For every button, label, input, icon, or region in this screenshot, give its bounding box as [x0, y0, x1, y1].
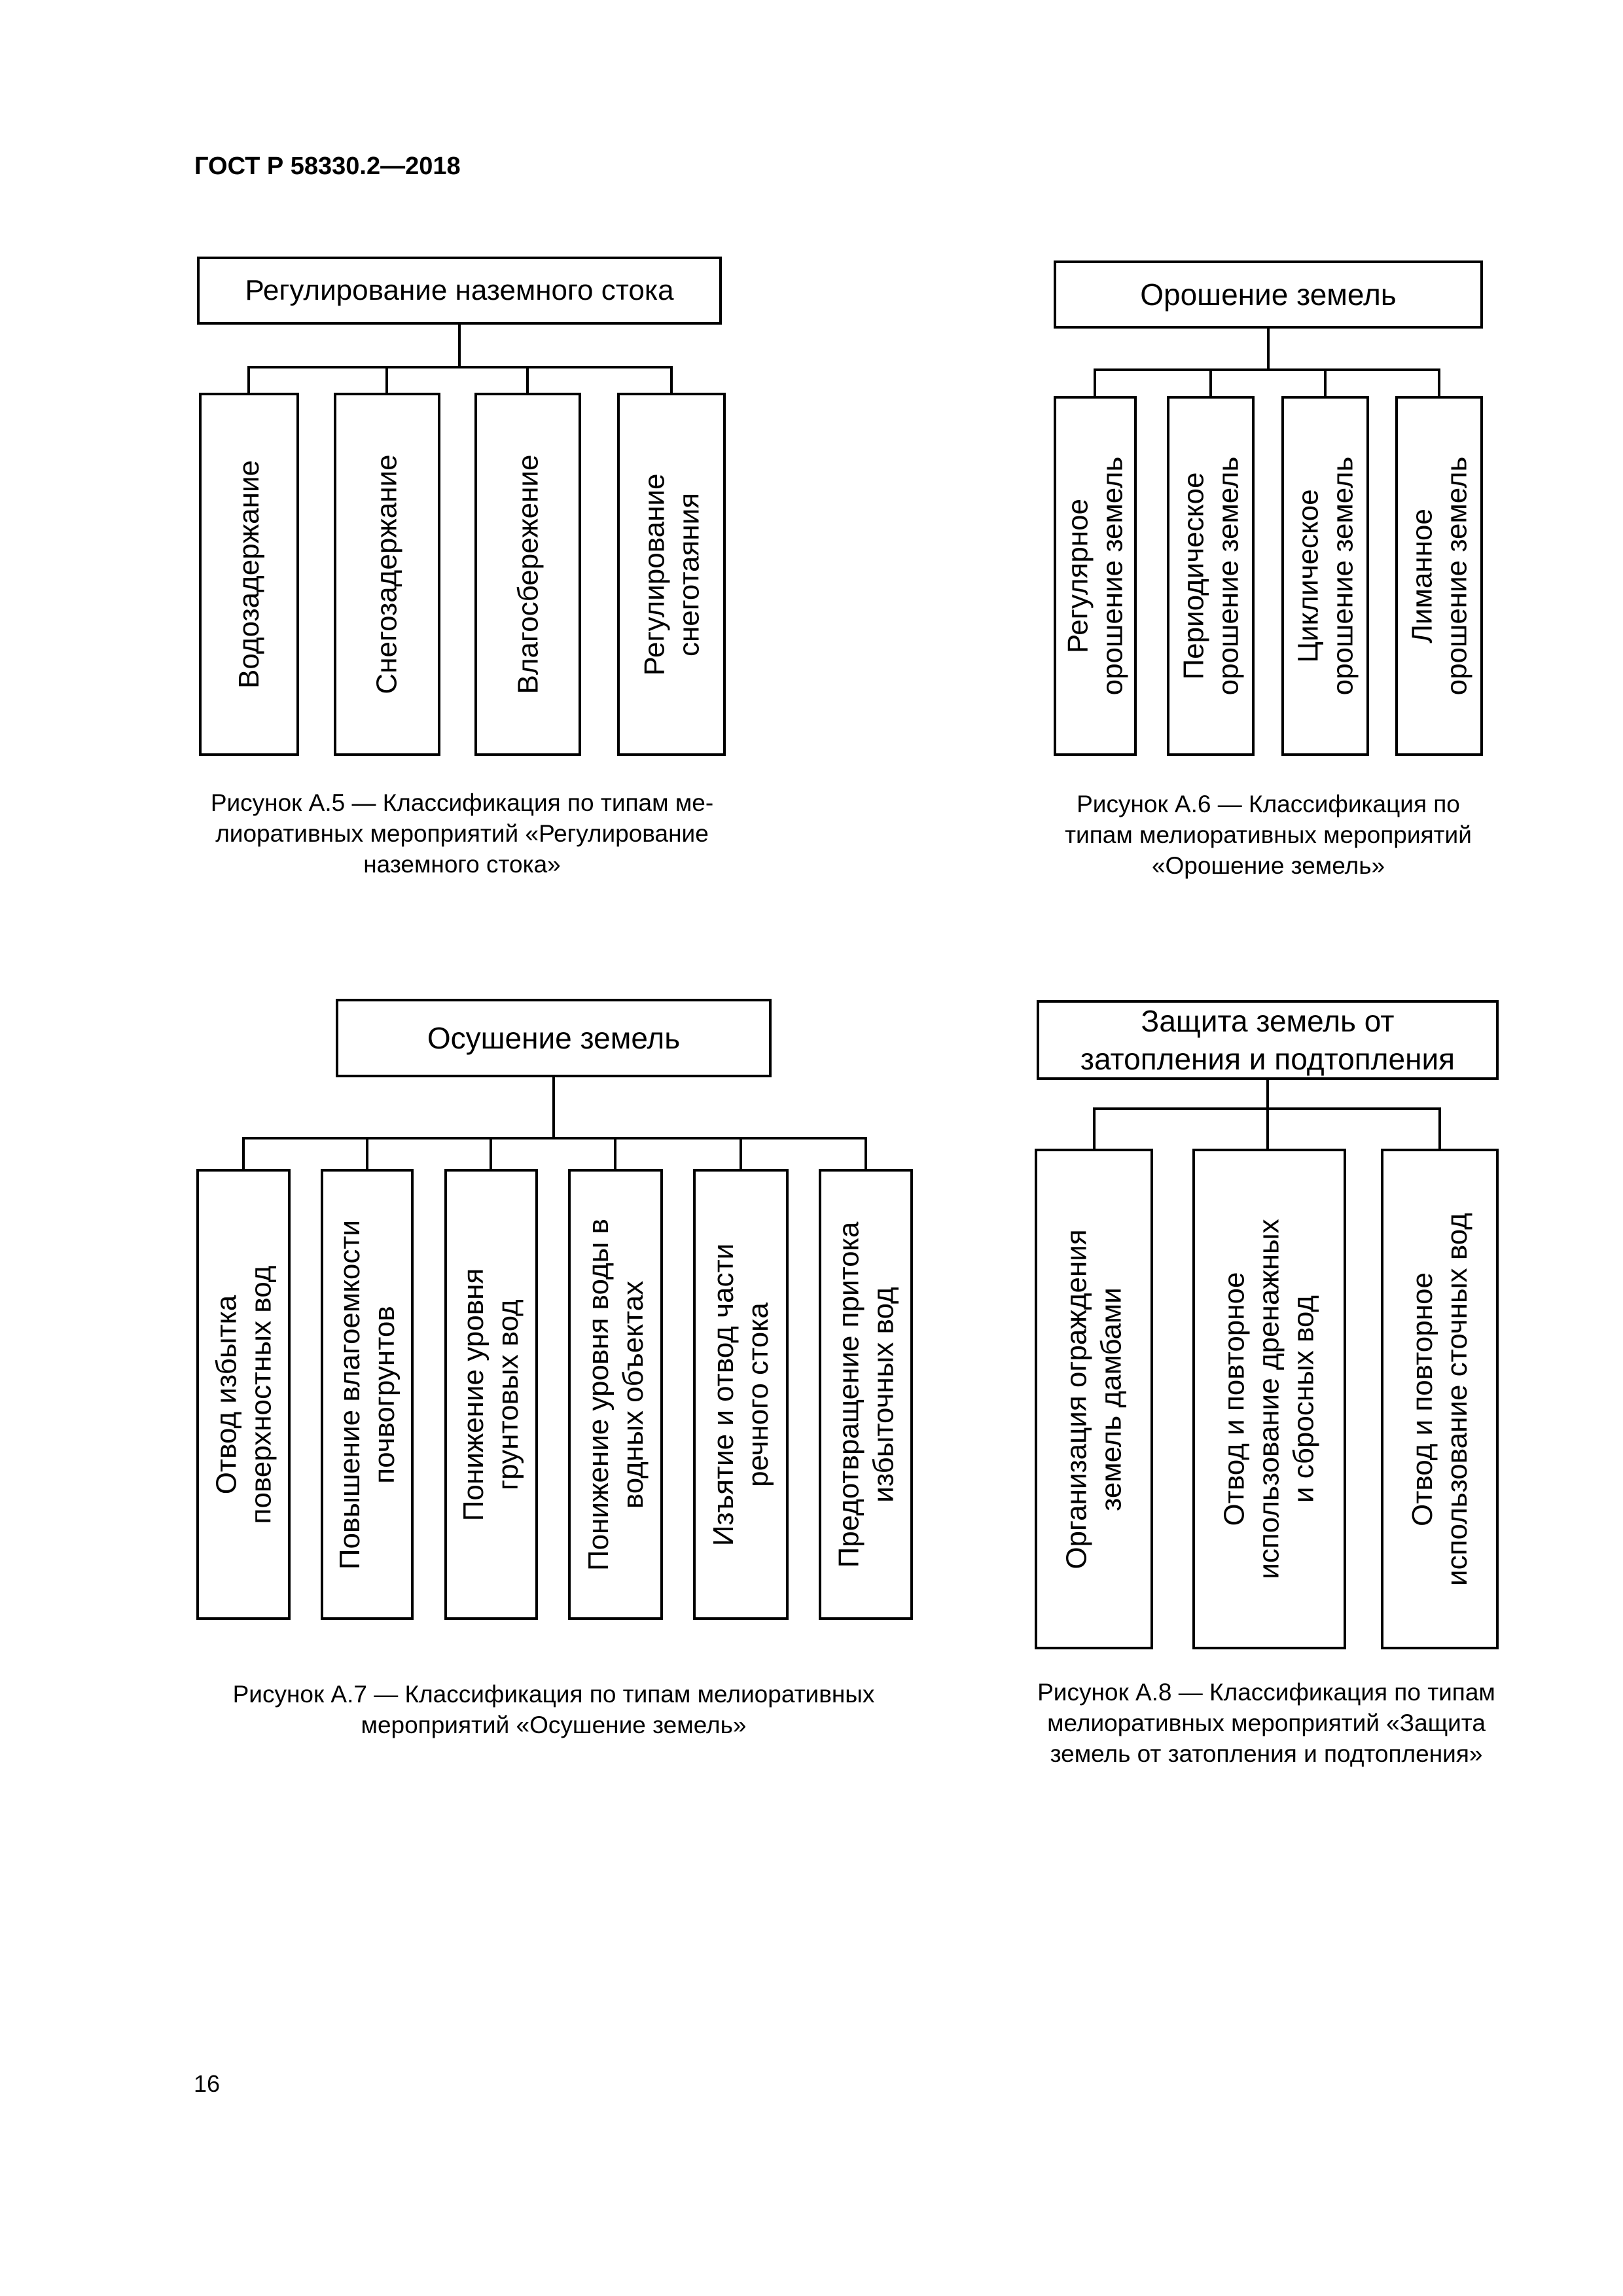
- figure-a5-caption: Рисунок А.5 — Классификация по типам ме-…: [210, 789, 714, 878]
- figure-a7-connector-drop: [242, 1137, 245, 1172]
- figure-a8-item-label: Отвод и повторное использование сточных …: [1406, 1212, 1473, 1586]
- figure-a6-connector-drop: [1438, 368, 1440, 399]
- figure-a5-item-label: Снегозадержание: [371, 454, 403, 694]
- figure-a7-connector-drop: [740, 1137, 742, 1172]
- figure-a7-connector-drop: [490, 1137, 492, 1172]
- figure-a6-item-label: Регулярное орошение земель: [1061, 456, 1129, 696]
- figure-a5-item-box: Влагосбережение: [474, 393, 581, 756]
- figure-a7-title-box: Осушение земель: [336, 999, 772, 1077]
- figure-a5-connector-stem: [458, 323, 461, 367]
- figure-a5-item-box: Снегозадержание: [334, 393, 440, 756]
- figure-a6-caption: Рисунок А.6 — Классификация по типам мел…: [1065, 791, 1472, 879]
- figure-a8-item-label: Отвод и повторное использование дренажны…: [1219, 1219, 1321, 1579]
- figure-a6-connector-drop: [1324, 368, 1327, 399]
- figure-a5-connector-bus: [247, 366, 673, 368]
- figure-a8-connector-drop: [1093, 1107, 1096, 1151]
- figure-a7-connector-drop: [366, 1137, 368, 1172]
- figure-a8-item-box: Организация ограждения земель дамбами: [1035, 1149, 1153, 1649]
- figure-a8-item-box: Отвод и повторное использование сточных …: [1381, 1149, 1499, 1649]
- figure-a7-connector-stem: [552, 1076, 555, 1138]
- figure-a8-caption: Рисунок А.8 — Классификация по типам мел…: [1037, 1679, 1495, 1767]
- figure-a6-item-label: Лиманное орошение земель: [1406, 456, 1473, 696]
- figure-a7-item-label: Понижение уровня воды в водных объектах: [582, 1218, 649, 1571]
- figure-a5-title-box: Регулирование наземного стока: [197, 257, 722, 325]
- figure-a8-connector-stem: [1266, 1079, 1269, 1110]
- figure-a7-item-label: Понижение уровня грунтовых вод: [457, 1268, 525, 1521]
- figure-a6-item-box: Регулярное орошение земель: [1054, 396, 1137, 756]
- figure-a6-connector-drop: [1094, 368, 1096, 399]
- figure-a7-item-label: Отвод избытка поверхностных вод: [210, 1265, 277, 1524]
- figure-a7-item-box: Понижение уровня грунтовых вод: [444, 1169, 538, 1620]
- figure-a7-item-box: Отвод избытка поверхностных вод: [196, 1169, 291, 1620]
- figure-a8-connector-drop: [1438, 1107, 1441, 1151]
- figure-a8-item-box: Отвод и повторное использование дренажны…: [1192, 1149, 1346, 1649]
- figure-a6-item-box: Лиманное орошение земель: [1395, 396, 1483, 756]
- figure-a6-connector-drop: [1209, 368, 1212, 399]
- figure-a5-item-label: Водозадержание: [233, 459, 266, 689]
- figure-a7-connector-drop: [614, 1137, 616, 1172]
- page-number: 16: [194, 2070, 221, 2097]
- figure-a7-item-box: Предотвращение притока избыточных вод: [819, 1169, 913, 1620]
- figure-a7-item-label: Повышение влагоемкости почвогрунтов: [334, 1219, 401, 1570]
- figure-a7-item-label: Изъятие и отвод части речного стока: [707, 1243, 775, 1546]
- figure-a5-connector-drop: [526, 366, 529, 395]
- figure-a7-item-label: Предотвращение притока избыточных вод: [832, 1221, 899, 1568]
- figure-a6-item-box: Циклическое орошение земель: [1281, 396, 1369, 756]
- figure-a5-connector-drop: [670, 366, 673, 395]
- figure-a5-item-box: Регулирование снеготаяния: [617, 393, 726, 756]
- figure-a6-item-label: Циклическое орошение земель: [1292, 456, 1359, 696]
- figure-a6-connector-bus: [1094, 368, 1440, 371]
- figure-a5-connector-drop: [385, 366, 388, 395]
- figure-a6-title-box: Орошение земель: [1054, 260, 1483, 329]
- figure-a6-item-box: Периодическое орошение земель: [1167, 396, 1255, 756]
- figure-a6-item-label: Периодическое орошение земель: [1177, 456, 1245, 696]
- figure-a5-item-box: Водозадержание: [199, 393, 299, 756]
- figure-a7-connector-bus: [242, 1137, 867, 1139]
- figure-a7-item-box: Повышение влагоемкости почвогрунтов: [321, 1169, 414, 1620]
- standard-number-header: ГОСТ Р 58330.2—2018: [194, 152, 461, 180]
- figure-a8-title-box: Защита земель от затопления и подтоплени…: [1037, 1000, 1499, 1080]
- figure-a7-item-box: Понижение уровня воды в водных объектах: [568, 1169, 663, 1620]
- figure-a7-caption: Рисунок А.7 — Классификация по типам мел…: [232, 1681, 875, 1738]
- figure-a5-connector-drop: [247, 366, 250, 395]
- figure-a5-item-label: Регулирование снеготаяния: [638, 473, 705, 675]
- figure-a7-connector-drop: [865, 1137, 867, 1172]
- figure-a5-item-label: Влагосбережение: [512, 454, 544, 694]
- figure-a8-connector-drop: [1266, 1107, 1269, 1151]
- figure-a7-item-box: Изъятие и отвод части речного стока: [693, 1169, 789, 1620]
- figure-a8-item-label: Организация ограждения земель дамбами: [1060, 1229, 1128, 1570]
- figure-a6-connector-stem: [1267, 327, 1270, 370]
